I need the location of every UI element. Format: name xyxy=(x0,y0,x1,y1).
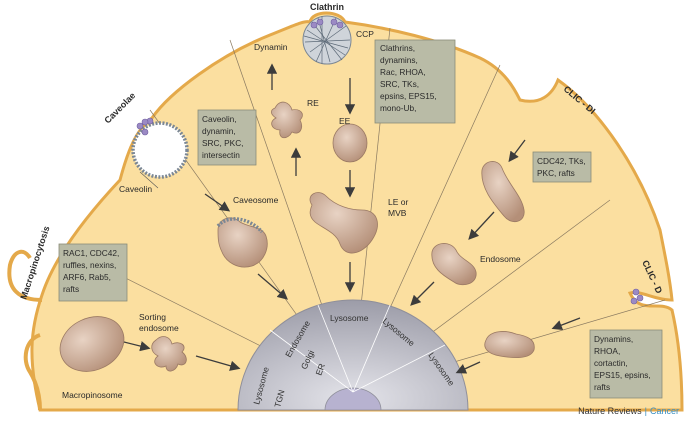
clathrin-factor-line: SRC, TKs, xyxy=(380,79,419,89)
center-dividers xyxy=(269,304,446,393)
clathrin-coated-pit xyxy=(302,15,352,65)
clathrin-factor-line: epsins, EPS15, xyxy=(380,91,437,101)
tgn-label: TGN xyxy=(272,389,286,409)
arrow-caveolae-to-caveosome xyxy=(204,193,231,212)
clic-d-factor-line: EPS15, epsins, xyxy=(594,370,651,380)
macropinocytosis-factor-line: ARF6, Rab5, xyxy=(63,272,111,282)
late-endosome-mvb xyxy=(309,192,378,254)
caveolae-factor-line: SRC, PKC, xyxy=(202,138,244,148)
arrow-caveosome-to-lysosome xyxy=(257,273,288,300)
endosome-label: Endosome xyxy=(480,254,521,264)
lysosome-label-top: Lysosome xyxy=(330,313,369,323)
sorting-endosome xyxy=(151,336,187,372)
clic-d-factor-text: Dynamins, RHOA, cortactin, EPS15, epsins… xyxy=(594,334,651,392)
dynamin-ring-caveolae xyxy=(136,117,154,136)
arrow-endosome-to-lysosome xyxy=(410,281,435,306)
clic-di-endosome xyxy=(431,243,477,286)
arrow-clicdi-entry xyxy=(508,139,526,163)
caveolae-title: Caveolae xyxy=(102,90,137,125)
arrow-sorting-to-lysosome xyxy=(195,355,241,371)
credit-separator: | xyxy=(644,406,647,416)
arrow-clicd-to-lysosome xyxy=(455,361,481,374)
clic-d-factor-line: cortactin, xyxy=(594,358,628,368)
arrow-macro-to-sorting xyxy=(123,341,151,352)
caveolae-factor-line: Caveolin, xyxy=(202,114,237,124)
le-mvb-label-2: MVB xyxy=(388,208,407,218)
clic-d-factor-line: rafts xyxy=(594,382,610,392)
caveolin-pointer xyxy=(139,171,159,189)
caveolae-factor-line: dynamin, xyxy=(202,126,236,136)
sorting-label-1: Sorting xyxy=(139,312,166,322)
macropinocytosis-factor-line: ruffles, nexins, xyxy=(63,260,116,270)
clathrin-factor-line: Rac, RHOA, xyxy=(380,67,426,77)
le-mvb-label-1: LE or xyxy=(388,197,408,207)
sorting-label-2: endosome xyxy=(139,323,179,333)
caveolin-label: Caveolin xyxy=(119,184,152,194)
ccp-label: CCP xyxy=(356,29,374,39)
macropinocytosis-factor-line: rafts xyxy=(63,284,79,294)
macropinocytosis-factor-text: RAC1, CDC42, ruffles, nexins, ARF6, Rab5… xyxy=(63,248,119,294)
caveosome-label: Caveosome xyxy=(233,195,279,205)
recycling-endosome xyxy=(270,101,303,139)
nucleus-core xyxy=(324,387,382,411)
macropinocytosis-factor-line: RAC1, CDC42, xyxy=(63,248,119,258)
caveosome-coat xyxy=(216,217,264,234)
journal-name: Cancer xyxy=(649,406,679,416)
dynamin-label: Dynamin xyxy=(254,42,288,52)
caveolae-factor-text: Caveolin, dynamin, SRC, PKC, intersectin xyxy=(202,114,244,160)
clathrin-factor-line: dynamins, xyxy=(380,55,418,65)
caveolae-factor-line: intersectin xyxy=(202,150,240,160)
clathrin-factor-line: mono-Ub, xyxy=(380,103,416,113)
ee-label: EE xyxy=(339,116,351,126)
clic-di-factor-line: PKC, rafts xyxy=(537,168,575,178)
caveolae-vesicle xyxy=(131,121,189,179)
clic-di-carrier xyxy=(481,161,525,223)
clathrin-factor-box xyxy=(374,39,456,124)
clathrin-factor-line: Clathrins, xyxy=(380,43,415,53)
dynamin-ring-clathrin xyxy=(310,18,344,29)
clic-d-factor-line: RHOA, xyxy=(594,346,620,356)
clic-di-factor-line: CDC42, TKs, xyxy=(537,156,586,166)
arrow-clicdi-to-endosome xyxy=(468,211,495,240)
clathrin-factor-text: Clathrins, dynamins, Rac, RHOA, SRC, TKs… xyxy=(380,43,437,113)
dynamin-ring-clicd xyxy=(630,288,644,305)
clic-d-factor-box xyxy=(589,329,663,399)
clic-di-factor-text: CDC42, TKs, PKC, rafts xyxy=(537,156,586,178)
er-label: ER xyxy=(313,362,326,377)
macropinosome-label: Macropinosome xyxy=(62,390,123,400)
clathrin-title: Clathrin xyxy=(310,2,344,12)
figure-credit: Nature Reviews|Cancer xyxy=(578,406,679,416)
membrane-ruffle-2 xyxy=(23,333,42,411)
re-label: RE xyxy=(307,98,319,108)
macropinosome xyxy=(59,316,125,372)
clic-d-factor-line: Dynamins, xyxy=(594,334,633,344)
clic-d-carrier xyxy=(484,331,535,359)
caveolae-factor-box xyxy=(197,109,257,166)
publisher-name: Nature Reviews xyxy=(578,406,642,416)
early-endosome xyxy=(332,123,368,163)
macropinocytosis-factor-box xyxy=(58,243,128,302)
arrow-clicd-entry xyxy=(551,317,581,331)
membrane-ruffle xyxy=(7,249,43,302)
clic-di-factor-box xyxy=(532,151,592,183)
